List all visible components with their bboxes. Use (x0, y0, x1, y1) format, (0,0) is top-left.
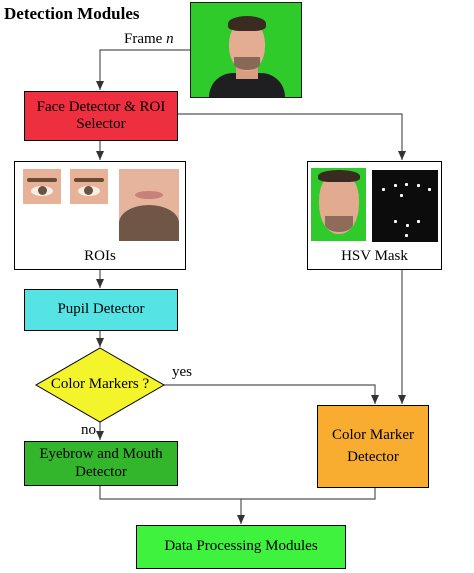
edge-face-detector-to-hsv (178, 113, 406, 160)
data-processing-node: Data Processing Modules (136, 525, 346, 569)
pupil-detector-node: Pupil Detector (24, 289, 178, 331)
eyebrow-mouth-line2: Detector (75, 463, 127, 480)
hsv-beard (325, 216, 353, 232)
mask-marker (406, 224, 409, 227)
color-markers-decision-label: Color Markers ? (50, 376, 150, 392)
mask-marker (400, 194, 403, 197)
color-marker-line1: Color Marker (331, 427, 415, 444)
edge-label-no: no (81, 422, 96, 438)
person-hair (228, 16, 266, 31)
rois-label: ROIs (84, 248, 116, 264)
mask-marker (382, 188, 385, 191)
edge-merge-to-data (99, 486, 376, 524)
mask-marker (417, 220, 420, 223)
left-eye-roi (23, 169, 61, 204)
mask-marker (405, 183, 408, 186)
mask-marker (394, 184, 397, 187)
mouth-lips (135, 191, 163, 199)
eyebrow-mouth-line1: Eyebrow and Mouth (39, 446, 163, 463)
mask-marker (428, 188, 431, 191)
diagram-title: Detection Modules (4, 4, 140, 23)
right-eyebrow (74, 178, 104, 182)
face-detector-line1: Face Detector & ROI (36, 98, 166, 115)
person-beard (234, 57, 260, 70)
hsv-panel: HSV Mask (307, 161, 442, 270)
color-markers-decision-shape (35, 347, 165, 423)
hsv-face-photo (311, 168, 366, 241)
rois-panel: ROIs (14, 161, 186, 270)
mask-marker (405, 234, 408, 237)
left-eyebrow (27, 178, 57, 182)
face-detector-line2: Selector (76, 116, 126, 132)
face-detector-node: Face Detector & ROI Selector (24, 91, 178, 141)
edge-frame-to-face-detector (96, 49, 190, 90)
right-eye-roi (70, 169, 108, 204)
hsv-label: HSV Mask (341, 248, 408, 264)
mouth-beard (119, 205, 179, 241)
frame-label: Frame n (124, 31, 174, 47)
color-marker-detector-node: Color Marker Detector (317, 405, 429, 488)
hsv-hair (318, 170, 360, 182)
color-marker-line2: Detector (347, 448, 399, 465)
left-iris (38, 186, 47, 195)
frame-photo (190, 2, 302, 98)
mask-marker (417, 184, 420, 187)
edge-label-yes: yes (172, 364, 192, 380)
eyebrow-mouth-detector-node: Eyebrow and Mouth Detector (24, 441, 178, 486)
mask-marker (394, 220, 397, 223)
mouth-roi (119, 169, 179, 241)
hsv-mask-image (372, 170, 438, 242)
edge-decision-yes (162, 384, 379, 404)
right-iris (84, 186, 93, 195)
